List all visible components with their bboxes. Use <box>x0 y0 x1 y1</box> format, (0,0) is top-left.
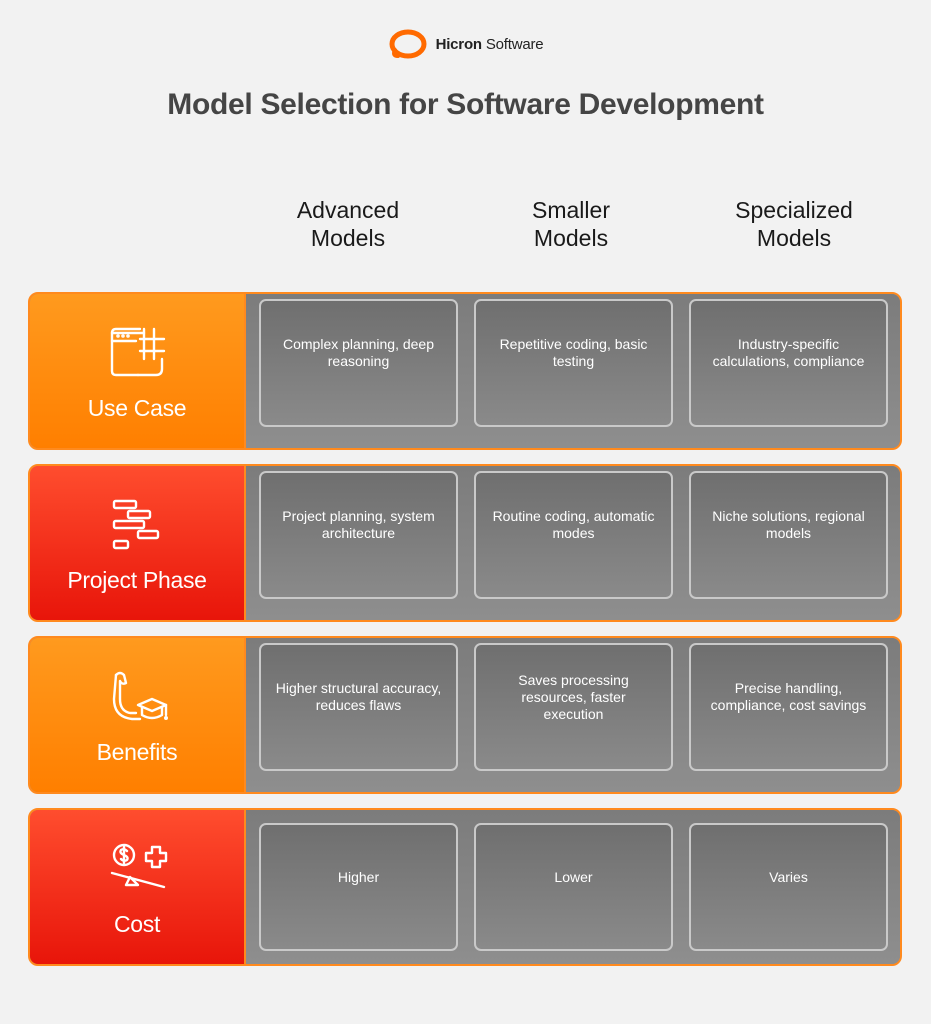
cell-use-case-advanced: Complex planning, deep reasoning <box>259 299 458 427</box>
column-headers: Advanced Models Smaller Models Specializ… <box>248 196 894 252</box>
row-label-text: Use Case <box>87 394 187 421</box>
hicron-logo-icon <box>389 29 427 59</box>
page-title: Model Selection for Software Development <box>167 88 764 121</box>
cell-use-case-specialized: Industry-specific calculations, complian… <box>689 299 888 427</box>
row-cells: Complex planning, deep reasoning Repetit… <box>244 294 900 448</box>
row-cost: Cost Higher Lower Varies <box>28 808 902 966</box>
cell-use-case-smaller: Repetitive coding, basic testing <box>474 299 673 427</box>
cell-cost-smaller: Lower <box>474 823 673 951</box>
row-cells: Higher structural accuracy, reduces flaw… <box>244 638 900 792</box>
brand-name: Hicron Software <box>435 35 544 53</box>
row-label-text: Benefits <box>96 738 178 765</box>
row-cells: Project planning, system architecture Ro… <box>244 466 900 620</box>
column-header-advanced: Advanced Models <box>296 197 400 251</box>
cell-project-phase-specialized: Niche solutions, regional models <box>689 471 888 599</box>
row-use-case: Use Case Complex planning, deep reasonin… <box>28 292 902 450</box>
strength-graduation-icon <box>112 671 168 720</box>
cell-benefits-advanced: Higher structural accuracy, reduces flaw… <box>259 643 458 771</box>
row-project-phase: Project Phase Project planning, system a… <box>28 464 902 622</box>
column-header-specialized: Specialized Models <box>735 197 853 251</box>
row-benefits: Benefits Higher structural accuracy, red… <box>28 636 902 794</box>
cell-project-phase-advanced: Project planning, system architecture <box>259 471 458 599</box>
row-label-cost: Cost <box>30 810 244 964</box>
row-label-text: Project Phase <box>67 566 207 593</box>
row-cells: Higher Lower Varies <box>244 810 900 964</box>
cell-benefits-specialized: Precise handling, compliance, cost savin… <box>689 643 888 771</box>
brand-logo: Hicron Software <box>0 28 931 60</box>
column-header-smaller: Smaller Models <box>532 197 610 251</box>
row-label-project-phase: Project Phase <box>30 466 244 620</box>
row-label-text: Cost <box>113 910 161 937</box>
row-label-use-case: Use Case <box>30 294 244 448</box>
cell-cost-advanced: Higher <box>259 823 458 951</box>
row-label-benefits: Benefits <box>30 638 244 792</box>
cell-project-phase-smaller: Routine coding, automatic modes <box>474 471 673 599</box>
browser-grid-icon <box>110 327 166 376</box>
gantt-chart-icon <box>112 499 160 549</box>
cell-cost-specialized: Varies <box>689 823 888 951</box>
cell-benefits-smaller: Saves processing resources, faster execu… <box>474 643 673 771</box>
cost-balance-icon <box>110 843 168 888</box>
